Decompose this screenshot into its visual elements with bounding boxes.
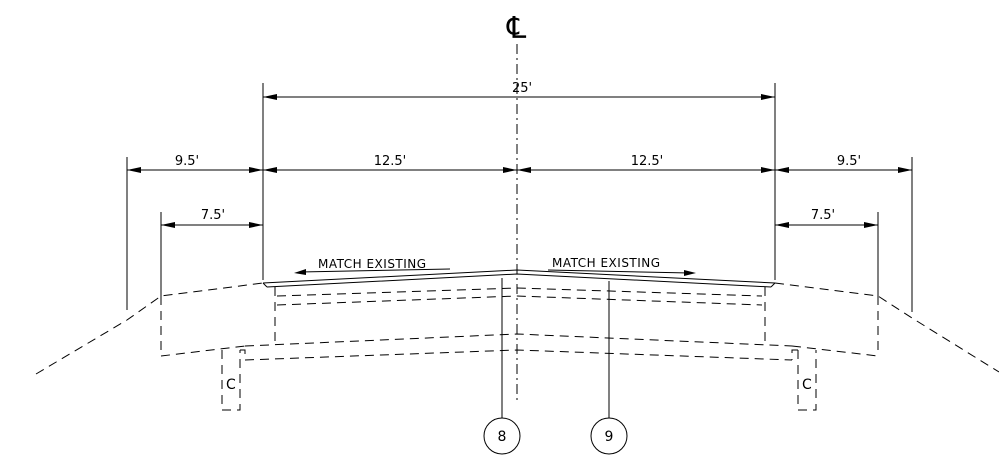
callout-bubble-8: [483, 417, 521, 455]
callout-8-label: 8: [498, 429, 507, 445]
extension-lines: [126, 83, 913, 312]
dimension-inner: [161, 222, 878, 228]
note-match-existing-right: MATCH EXISTING: [552, 256, 661, 270]
ground-slopes: [35, 282, 999, 375]
curb-right: [791, 349, 817, 411]
dimension-lanes: [127, 167, 912, 173]
pavement-layers: [160, 287, 879, 361]
dimension-overall-label: 25': [512, 81, 532, 96]
note-left-arrow: [294, 268, 451, 275]
callout-bubble-9: [590, 417, 628, 455]
dimension-right-outer-label: 9.5': [837, 154, 861, 169]
curb-right-label: C: [802, 377, 812, 393]
centerline-symbol: ℄: [506, 11, 527, 46]
pavement-surface: [262, 269, 776, 288]
callout-9-label: 9: [605, 429, 614, 445]
dimension-overall: [263, 94, 775, 100]
curb-left: [221, 349, 246, 411]
callout-leaders: [501, 278, 610, 418]
dimension-right-lane-label: 12.5': [631, 154, 664, 169]
dimension-left-outer-label: 9.5': [175, 154, 199, 169]
dimension-right-inner-label: 7.5': [811, 208, 835, 223]
dimension-left-inner-label: 7.5': [201, 208, 225, 223]
note-right-arrow: [547, 269, 696, 276]
dimension-left-lane-label: 12.5': [374, 154, 407, 169]
curb-left-label: C: [226, 377, 236, 393]
note-match-existing-left: MATCH EXISTING: [318, 257, 427, 271]
